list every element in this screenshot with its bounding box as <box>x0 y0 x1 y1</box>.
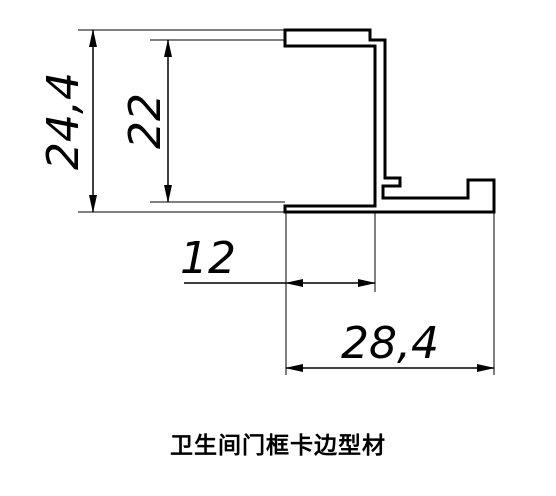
dimension-label-height-inner: 22 <box>120 93 171 149</box>
dimension-label-width-inner: 12 <box>180 233 236 284</box>
profile-outline <box>283 28 496 214</box>
diagram-caption: 卫生间门框卡边型材 <box>170 433 386 459</box>
dimension-label-width-outer: 28,4 <box>341 318 439 369</box>
dimension-label-height-outer: 24,4 <box>38 72 89 170</box>
